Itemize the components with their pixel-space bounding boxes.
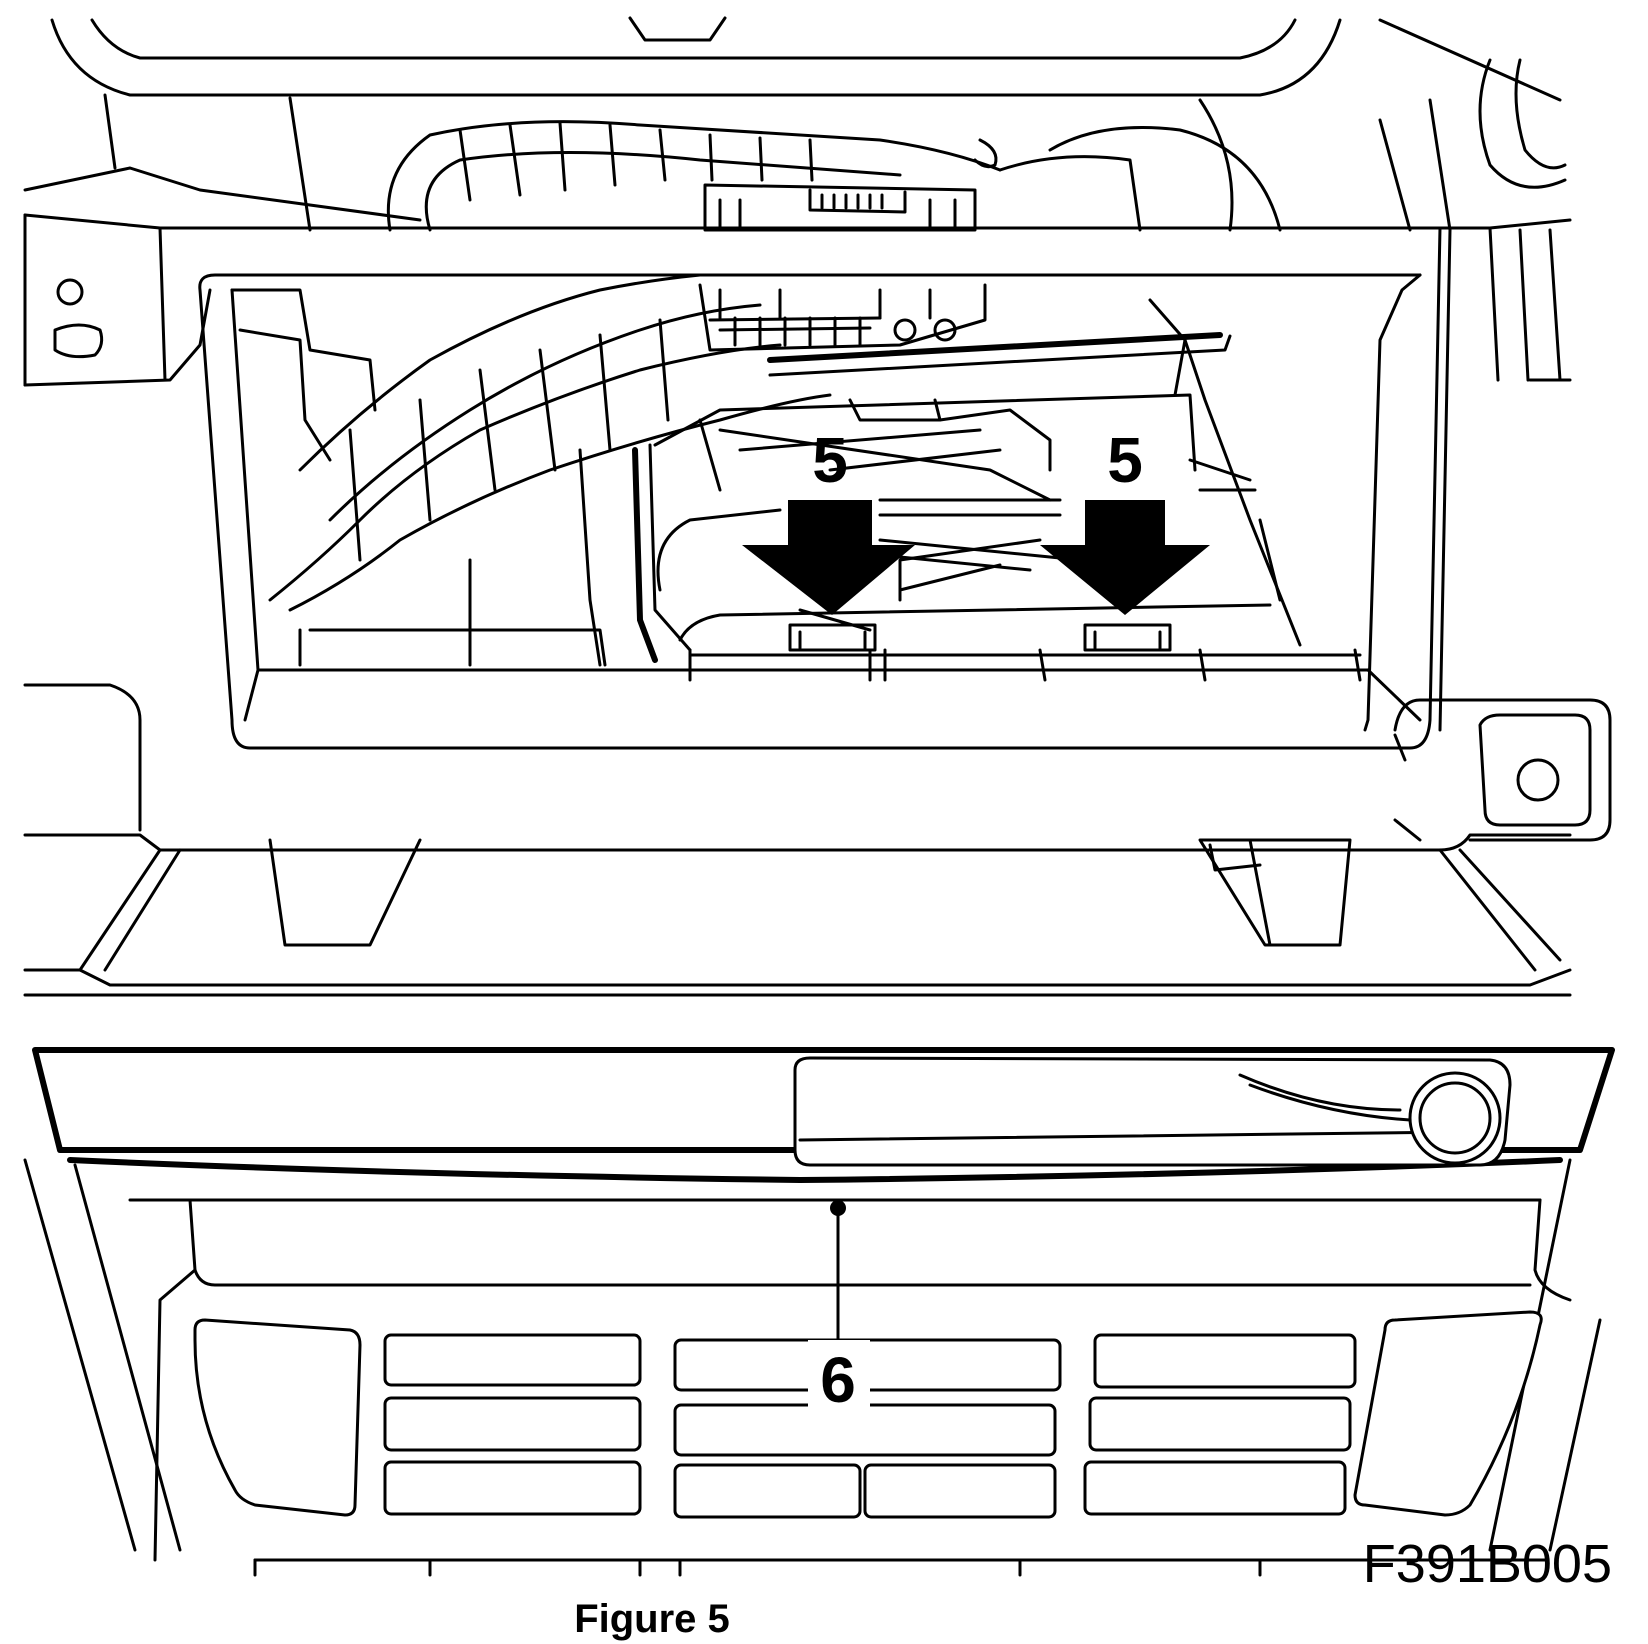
glovebox-lid xyxy=(32,1047,1615,1183)
lower-panel xyxy=(23,1158,1602,1577)
arrow-left xyxy=(742,500,915,615)
figure-caption: Figure 5 xyxy=(574,1597,730,1641)
arrow-right xyxy=(1040,500,1210,615)
drawing-code: F391B005 xyxy=(1363,1534,1612,1594)
glovebox-opening xyxy=(198,226,1452,750)
glovebox-interior xyxy=(230,273,1232,667)
connector-block xyxy=(703,183,977,232)
callout-5-left: 5 xyxy=(812,424,848,496)
clip-slots xyxy=(688,623,1362,682)
callout-6: 6 xyxy=(820,1344,856,1416)
lower-dashboard xyxy=(23,683,1612,997)
glovebox-liner xyxy=(632,298,1302,663)
upper-dashboard xyxy=(23,16,1567,232)
leader-line-6 xyxy=(808,1200,870,1410)
dashboard-crossbar xyxy=(23,213,1572,387)
callout-5-right: 5 xyxy=(1107,424,1143,496)
wiring-harness xyxy=(386,98,1282,232)
